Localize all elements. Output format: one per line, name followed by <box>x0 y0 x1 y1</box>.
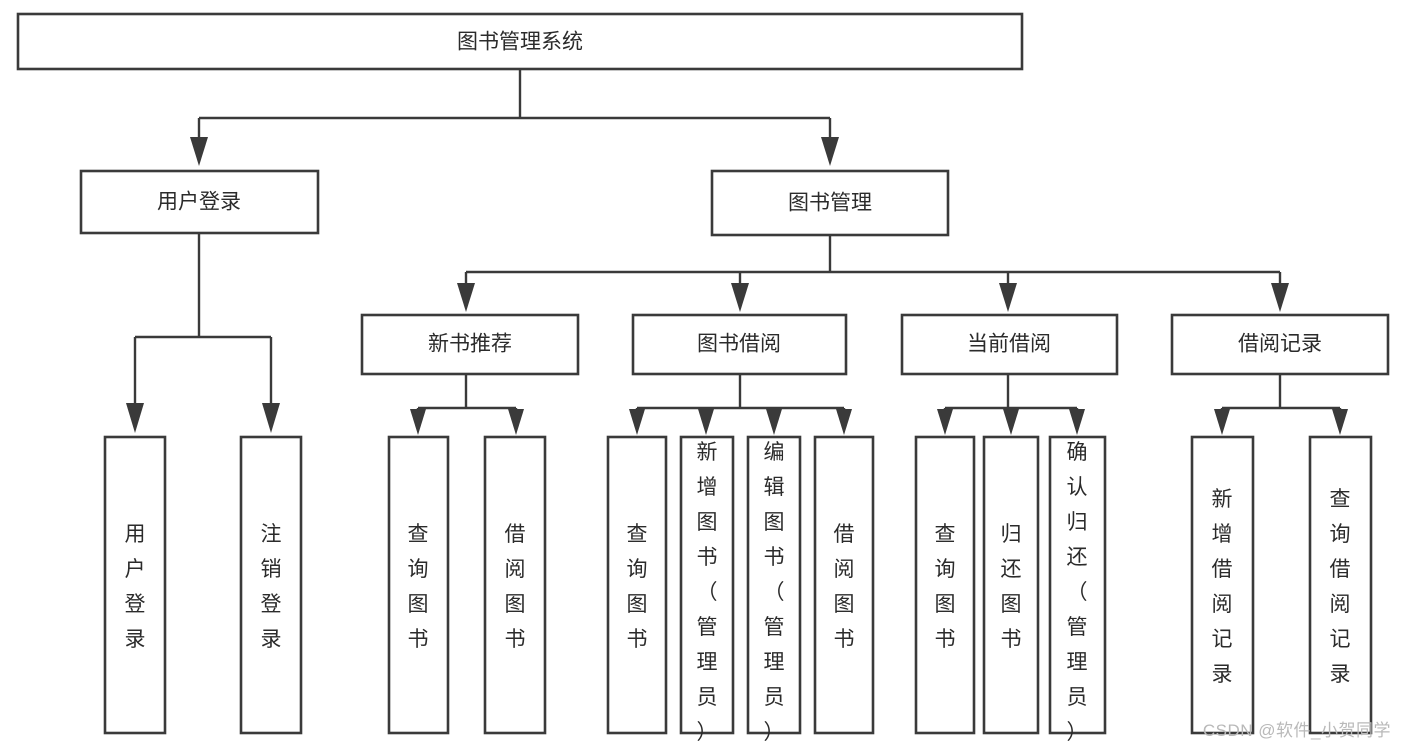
node-leaf-edit-book-admin-label: 编辑图书（管理员） <box>764 441 785 744</box>
node-book-borrow-label: 图书借阅 <box>697 333 781 356</box>
connector-group-root <box>190 69 839 166</box>
csdn-watermark: CSDN @软件_小贺同学 <box>1202 721 1391 740</box>
node-leaf-query-book-1-label: 查询图书 <box>408 523 429 651</box>
arrow-head-current-borrow <box>999 283 1017 312</box>
arrow-head-leaf-confirm-return-admin <box>1069 409 1085 435</box>
node-book-manage[interactable]: 图书管理 <box>710 169 950 237</box>
arrow-head-leaf-query-book-2 <box>629 409 645 435</box>
node-leaf-query-book-1-box[interactable] <box>387 435 450 735</box>
node-leaf-return-book-box[interactable] <box>982 435 1040 735</box>
connector-group-current-borrow <box>937 374 1085 435</box>
arrow-head-leaf-borrow-book-2 <box>836 409 852 435</box>
node-leaf-query-book-2-box[interactable] <box>606 435 668 735</box>
node-root-box[interactable] <box>16 12 1024 71</box>
connector-group-borrow-record <box>1214 374 1348 435</box>
node-leaf-query-book-2-label: 查询图书 <box>627 523 648 651</box>
node-leaf-logout-login-label: 注销登录 <box>261 523 282 651</box>
arrow-head-book-borrow <box>731 283 749 312</box>
node-leaf-add-borrow-record-box[interactable] <box>1190 435 1255 735</box>
node-leaf-add-book-admin[interactable]: 新增图书（管理员） <box>679 435 735 744</box>
node-user-login[interactable]: 用户登录 <box>79 169 320 235</box>
node-leaf-return-book[interactable]: 归还图书 <box>982 435 1040 735</box>
node-leaf-user-login-label: 用户登录 <box>125 523 146 651</box>
arrow-head-leaf-return-book <box>1003 409 1019 435</box>
node-book-borrow-box[interactable] <box>631 313 848 376</box>
node-leaf-return-book-label: 归还图书 <box>1001 523 1022 651</box>
node-leaf-borrow-book-1-label: 借阅图书 <box>505 523 526 651</box>
connector-group-new-book-recommend <box>410 374 524 435</box>
arrow-head-leaf-logout-login <box>262 403 280 433</box>
node-leaf-query-borrow-record-label: 查询借阅记录 <box>1330 488 1351 686</box>
node-borrow-record-box[interactable] <box>1170 313 1390 376</box>
node-current-borrow-box[interactable] <box>900 313 1119 376</box>
node-book-borrow[interactable]: 图书借阅 <box>631 313 848 376</box>
arrow-head-leaf-query-borrow-record <box>1332 409 1348 435</box>
node-leaf-borrow-book-2[interactable]: 借阅图书 <box>813 435 875 735</box>
node-leaf-add-borrow-record[interactable]: 新增借阅记录 <box>1190 435 1255 735</box>
node-leaf-add-borrow-record-label: 新增借阅记录 <box>1212 488 1233 686</box>
node-current-borrow-label: 当前借阅 <box>967 333 1051 356</box>
node-leaf-borrow-book-1[interactable]: 借阅图书 <box>483 435 547 735</box>
node-leaf-borrow-book-1-box[interactable] <box>483 435 547 735</box>
connector-group-book-manage <box>457 235 1289 312</box>
node-book-manage-label: 图书管理 <box>788 192 872 215</box>
node-leaf-logout-login[interactable]: 注销登录 <box>239 435 303 735</box>
arrow-head-leaf-user-login <box>126 403 144 433</box>
arrow-head-leaf-add-borrow-record <box>1214 409 1230 435</box>
node-user-login-box[interactable] <box>79 169 320 235</box>
node-leaf-user-login-box[interactable] <box>103 435 167 735</box>
arrow-head-leaf-query-book-1 <box>410 409 426 435</box>
arrow-head-new-book-recommend <box>457 283 475 312</box>
node-new-book-recommend-box[interactable] <box>360 313 580 376</box>
node-leaf-query-borrow-record[interactable]: 查询借阅记录 <box>1308 435 1373 735</box>
node-new-book-recommend[interactable]: 新书推荐 <box>360 313 580 376</box>
node-leaf-add-book-admin-label: 新增图书（管理员） <box>697 441 718 744</box>
arrow-head-user-login <box>190 137 208 166</box>
arrow-head-borrow-record <box>1271 283 1289 312</box>
node-new-book-recommend-label: 新书推荐 <box>428 333 512 356</box>
node-leaf-query-book-1[interactable]: 查询图书 <box>387 435 450 735</box>
arrow-head-leaf-add-book-admin <box>698 409 714 435</box>
node-leaf-query-book-3-box[interactable] <box>914 435 976 735</box>
node-borrow-record-label: 借阅记录 <box>1238 333 1322 356</box>
node-book-manage-box[interactable] <box>710 169 950 237</box>
arrow-head-book-manage <box>821 137 839 166</box>
node-leaf-confirm-return-admin-label: 确认归还（管理员） <box>1067 441 1088 744</box>
node-leaf-edit-book-admin[interactable]: 编辑图书（管理员） <box>746 435 802 744</box>
node-leaf-user-login[interactable]: 用户登录 <box>103 435 167 735</box>
connector-group-user-login <box>126 233 280 433</box>
arrow-head-leaf-edit-book-admin <box>766 409 782 435</box>
node-leaf-query-book-3[interactable]: 查询图书 <box>914 435 976 735</box>
connector-group-book-borrow <box>629 374 852 435</box>
node-leaf-confirm-return-admin[interactable]: 确认归还（管理员） <box>1048 435 1107 744</box>
node-leaf-borrow-book-2-box[interactable] <box>813 435 875 735</box>
node-user-login-label: 用户登录 <box>157 191 241 214</box>
node-current-borrow[interactable]: 当前借阅 <box>900 313 1119 376</box>
node-leaf-query-book-3-label: 查询图书 <box>935 523 956 651</box>
node-root[interactable]: 图书管理系统 <box>16 12 1024 71</box>
node-leaf-confirm-return-admin-box[interactable] <box>1048 435 1107 735</box>
node-borrow-record[interactable]: 借阅记录 <box>1170 313 1390 376</box>
node-root-label: 图书管理系统 <box>457 31 583 54</box>
node-leaf-add-book-admin-box[interactable] <box>679 435 735 735</box>
node-leaf-borrow-book-2-label: 借阅图书 <box>834 523 855 651</box>
node-leaf-query-book-2[interactable]: 查询图书 <box>606 435 668 735</box>
node-leaf-query-borrow-record-box[interactable] <box>1308 435 1373 735</box>
arrow-head-leaf-query-book-3 <box>937 409 953 435</box>
node-leaf-logout-login-box[interactable] <box>239 435 303 735</box>
node-leaf-edit-book-admin-box[interactable] <box>746 435 802 735</box>
arrow-head-leaf-borrow-book-1 <box>508 409 524 435</box>
